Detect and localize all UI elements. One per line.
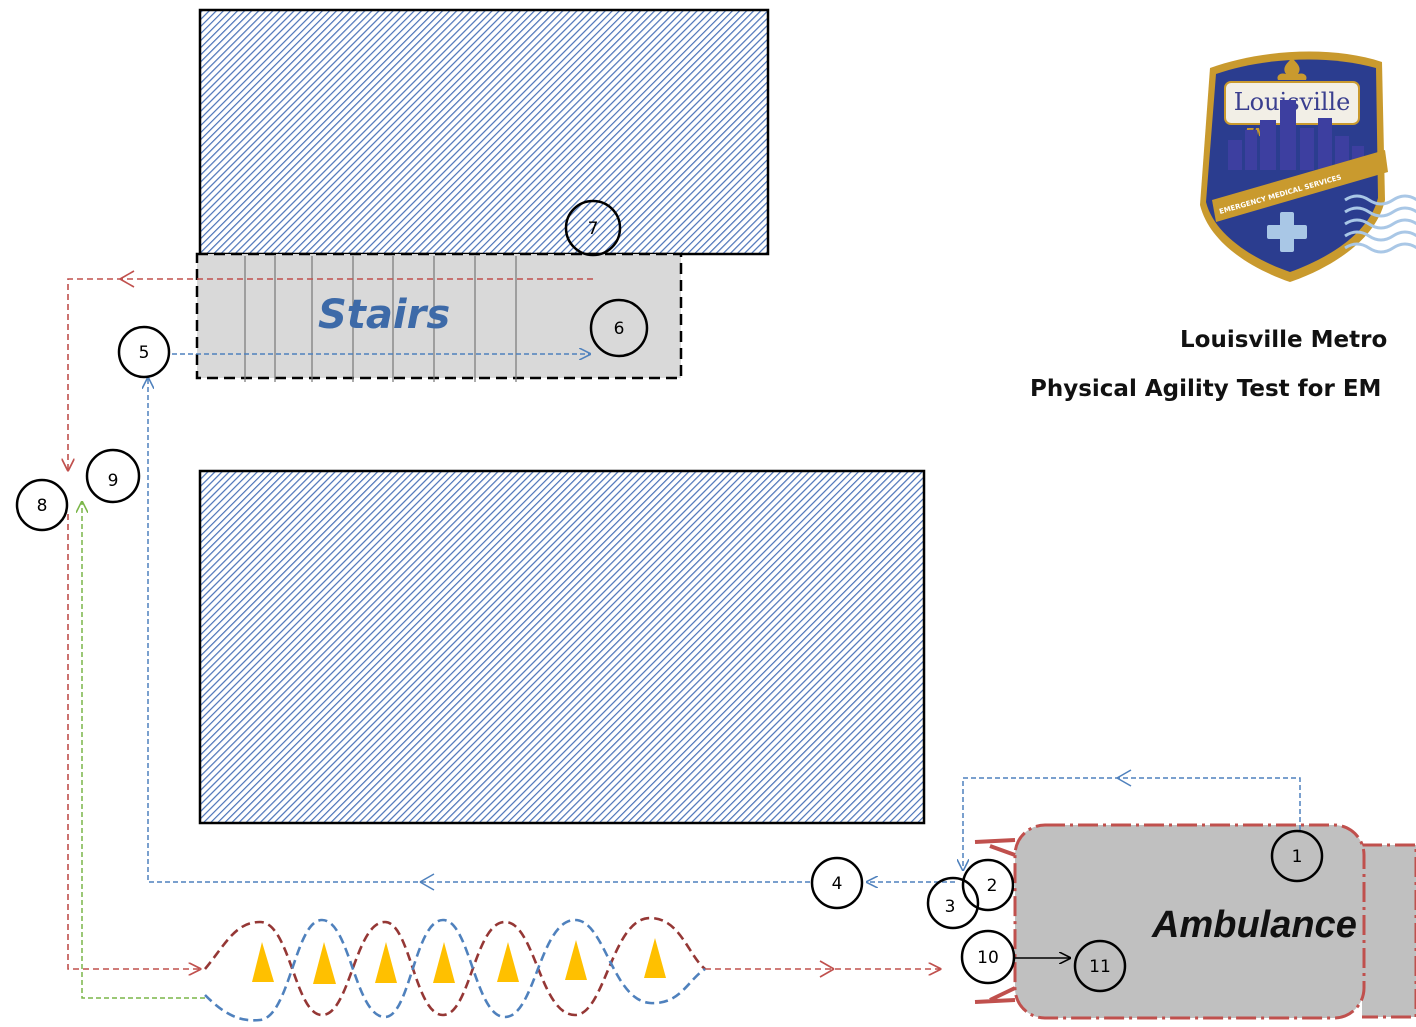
cone-1 bbox=[252, 942, 274, 982]
stairs-area: Stairs bbox=[195, 252, 683, 382]
ambulance-label: Ambulance bbox=[1151, 904, 1357, 946]
station-1-label: 1 bbox=[1292, 847, 1303, 867]
cone-2 bbox=[313, 942, 336, 984]
station-6-label: 6 bbox=[614, 319, 625, 339]
station-8-label: 8 bbox=[37, 496, 48, 516]
path-red bbox=[68, 270, 940, 978]
title-line-1: Louisville Metro bbox=[1180, 327, 1387, 353]
station-10-label: 10 bbox=[977, 948, 999, 968]
cone-5 bbox=[497, 942, 519, 982]
station-9: 9 bbox=[85, 448, 141, 504]
building-top bbox=[198, 8, 770, 256]
station-7: 7 bbox=[564, 199, 622, 257]
cone-6 bbox=[565, 940, 587, 980]
cones bbox=[252, 938, 666, 984]
cone-weave bbox=[204, 916, 706, 1022]
louisville-ems-logo: Louisville EMS EMERGENCY MEDICAL SERVICE… bbox=[1200, 51, 1416, 282]
ambulance: Ambulance bbox=[974, 823, 1416, 1020]
station-3: 3 bbox=[926, 876, 980, 930]
stairs-label: Stairs bbox=[318, 292, 450, 338]
cone-3 bbox=[375, 942, 397, 983]
station-11-label: 11 bbox=[1089, 957, 1111, 977]
station-4: 4 bbox=[810, 856, 864, 910]
station-7-label: 7 bbox=[588, 219, 599, 239]
path-green bbox=[82, 502, 205, 999]
cone-4 bbox=[433, 942, 455, 983]
title-line-2: Physical Agility Test for EM bbox=[1030, 376, 1381, 402]
station-2: 2 bbox=[961, 858, 1015, 912]
station-9-label: 9 bbox=[108, 471, 119, 491]
station-1: 1 bbox=[1270, 829, 1324, 883]
station-10: 10 bbox=[960, 929, 1016, 985]
station-2-label: 2 bbox=[987, 876, 998, 896]
station-3-label: 3 bbox=[945, 897, 956, 917]
station-5: 5 bbox=[117, 325, 171, 379]
cone-7 bbox=[644, 938, 666, 978]
building-middle bbox=[198, 469, 926, 825]
station-6: 6 bbox=[589, 298, 649, 358]
path-blue bbox=[148, 354, 1301, 891]
station-11: 11 bbox=[1073, 939, 1127, 993]
station-5-label: 5 bbox=[139, 343, 150, 363]
station-8: 8 bbox=[15, 478, 69, 532]
station-4-label: 4 bbox=[832, 874, 843, 894]
